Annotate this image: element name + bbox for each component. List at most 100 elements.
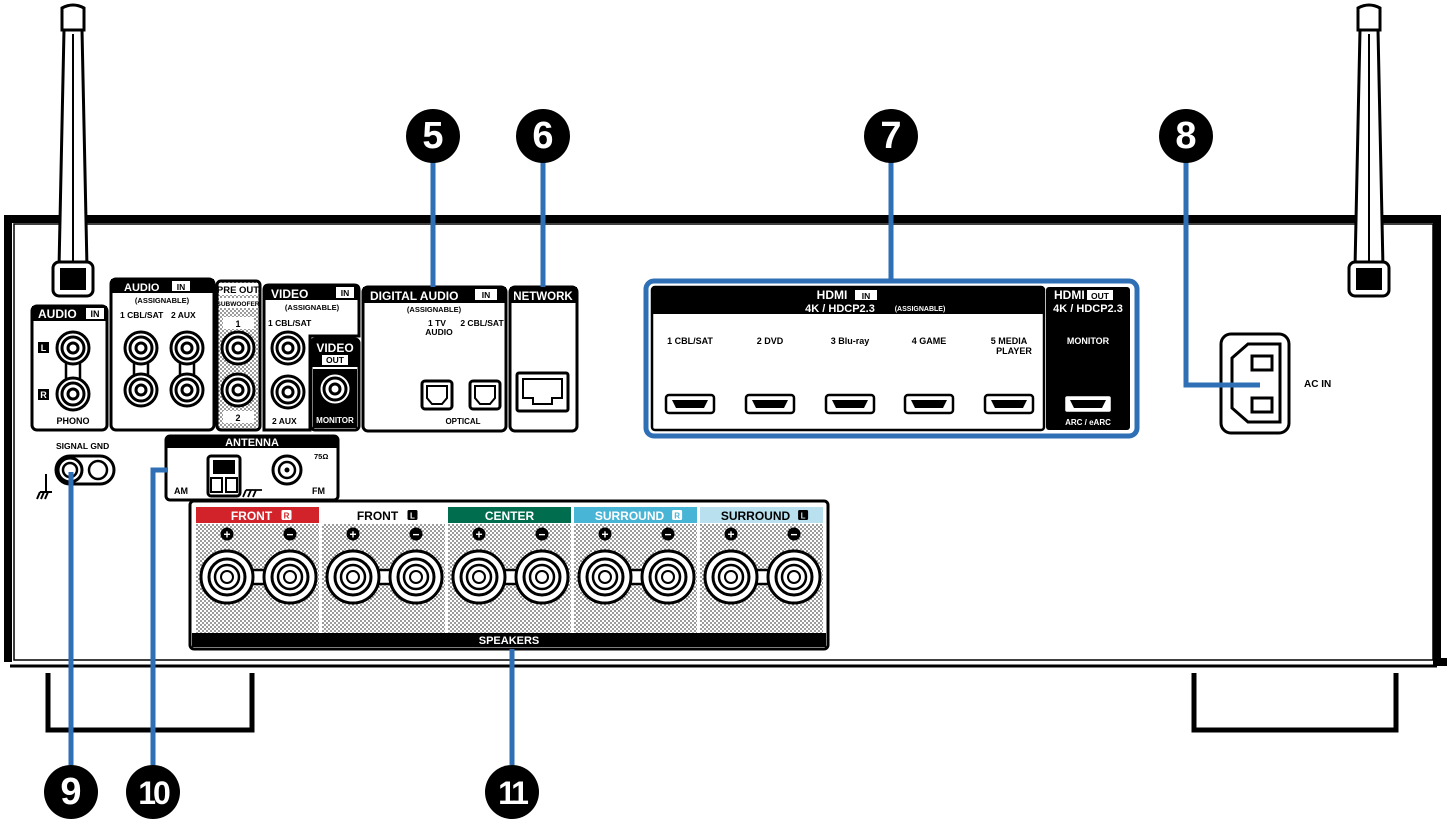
callout-6-label: 6 (532, 115, 553, 157)
digital-audio-2-label: 2 CBL/SAT (460, 318, 504, 328)
speaker-channel-5-minus-post[interactable] (766, 549, 822, 605)
wireless-antenna-left (51, 3, 95, 298)
digital-audio-section: DIGITAL AUDIO IN (ASSIGNABLE) 1 TV AUDIO… (361, 285, 508, 433)
callout-11: 11 (485, 765, 539, 819)
callout-leaders (68, 150, 1260, 765)
pre-out-sub: SUBWOOFER (217, 301, 260, 308)
callout-11-label: 11 (498, 775, 528, 811)
speaker-channel-1-plus-post[interactable] (199, 549, 255, 605)
hdmi-section: HDMI IN 4K / HDCP2.3 (ASSIGNABLE) 1 CBL/… (643, 278, 1140, 439)
hdmi-input-5-label-line2: PLAYER (996, 346, 1032, 356)
speaker-channel-2-plus-post[interactable] (325, 549, 381, 605)
speaker-channel-4-minus: − (664, 528, 671, 542)
callout-9: 9 (44, 765, 98, 819)
digital-audio-title: DIGITAL AUDIO (370, 289, 458, 303)
hdmi-out-title: HDMI (1054, 288, 1085, 302)
speaker-channel-1-minus-post[interactable] (262, 549, 318, 605)
video-in-title: VIDEO (271, 287, 308, 301)
subwoofer-2-jack[interactable] (220, 372, 256, 408)
hdmi-input-2-port[interactable] (744, 393, 796, 415)
speaker-channel-2-minus: − (412, 528, 419, 542)
speaker-channel-1-plus: + (223, 528, 230, 542)
video-in-section: VIDEO IN (ASSIGNABLE) 1 CBL/SAT 2 AUX (262, 283, 361, 432)
digital-audio-badge: IN (482, 290, 491, 300)
video-in-2-jack[interactable] (270, 374, 306, 410)
hdmi-in-badge: IN (862, 291, 871, 301)
pre-out-section: PRE OUT SUBWOOFER 1 2 (215, 279, 262, 432)
speakers-caption: SPEAKERS (479, 635, 540, 647)
video-out-section: VIDEO OUT MONITOR (309, 337, 361, 432)
hdmi-input-5-port[interactable] (983, 393, 1035, 415)
digital-audio-caption: OPTICAL (445, 417, 480, 426)
audio-in-1-r-jack[interactable] (123, 372, 159, 408)
pre-out-2-label: 2 (235, 413, 240, 423)
video-in-sub: (ASSIGNABLE) (285, 303, 340, 312)
hdmi-out-sub: 4K / HDCP2.3 (1053, 303, 1123, 315)
video-out-title: VIDEO (316, 341, 353, 355)
pre-out-title: PRE OUT (217, 285, 259, 296)
hdmi-input-4-port[interactable] (903, 393, 955, 415)
speaker-channel-4-name: SURROUND (595, 509, 665, 523)
video-out-monitor-jack[interactable] (317, 371, 353, 407)
hdmi-input-1-port[interactable] (664, 393, 716, 415)
ac-in-label: AC IN (1304, 379, 1331, 390)
network-section: NETWORK (508, 285, 579, 433)
foot-right (1191, 673, 1399, 733)
speaker-channel-3-minus-post[interactable] (514, 549, 570, 605)
speaker-channel-2-badge: L (410, 512, 415, 521)
speaker-channel-3-name: CENTER (485, 509, 535, 523)
callout-8-label: 8 (1175, 115, 1196, 157)
audio-in-phono-section: AUDIO IN L R PHONO (30, 304, 109, 432)
antenna-ohm-label: 75Ω (314, 452, 328, 461)
phono-l-label: L (41, 343, 47, 353)
signal-gnd-section: SIGNAL GND (36, 441, 116, 500)
audio-in-phono-badge: IN (91, 309, 100, 319)
speaker-channel-4-minus-post[interactable] (640, 549, 696, 605)
hdmi-input-3-port[interactable] (824, 393, 876, 415)
hdmi-input-4-label: 4 GAME (912, 336, 947, 346)
audio-in-phono-title: AUDIO (38, 307, 77, 321)
speaker-channel-2-minus-post[interactable] (388, 549, 444, 605)
phono-l-jack[interactable] (55, 330, 91, 366)
callout-10: 10 (126, 765, 180, 819)
speaker-channel-3-plus-post[interactable] (451, 549, 507, 605)
hdmi-out-caption: ARC / eARC (1065, 418, 1111, 427)
phono-r-jack[interactable] (55, 376, 91, 412)
speaker-channel-3: CENTER+− (448, 507, 571, 633)
speaker-channel-4-plus: + (601, 528, 608, 542)
speaker-channel-2-plus: + (349, 528, 356, 542)
phono-caption: PHONO (56, 416, 89, 426)
pre-out-1-label: 1 (235, 319, 240, 329)
digital-audio-1-label-line2: AUDIO (425, 327, 453, 337)
video-out-badge: OUT (326, 355, 345, 365)
audio-in-2-r-jack[interactable] (169, 372, 205, 408)
hdmi-out-label: MONITOR (1067, 336, 1110, 346)
audio-in-1-l-jack[interactable] (123, 330, 159, 366)
video-in-1-jack[interactable] (270, 330, 306, 366)
signal-gnd-label: SIGNAL GND (56, 441, 109, 451)
phono-r-label: R (40, 390, 47, 400)
audio-in-2-l-jack[interactable] (169, 330, 205, 366)
speaker-channel-1-name: FRONT (231, 509, 273, 523)
speaker-channel-4-plus-post[interactable] (577, 549, 633, 605)
speaker-channel-3-plus: + (475, 528, 482, 542)
speaker-channel-5-badge: L (801, 512, 806, 521)
chassis (4, 215, 1447, 668)
callout-9-label: 9 (60, 771, 81, 813)
audio-in-1-label: 1 CBL/SAT (120, 310, 164, 320)
callout-8: 8 (1159, 109, 1213, 163)
video-out-caption: MONITOR (316, 416, 354, 425)
hdmi-out-monitor-port[interactable] (1062, 393, 1114, 415)
speaker-channel-5-plus-post[interactable] (703, 549, 759, 605)
audio-in-sub: (ASSIGNABLE) (135, 296, 190, 305)
audio-in-assignable-section: AUDIO IN (ASSIGNABLE) 1 CBL/SAT 2 AUX (109, 277, 216, 432)
subwoofer-1-jack[interactable] (220, 330, 256, 366)
antenna-section: ANTENNA AM 75Ω FM (164, 434, 340, 502)
